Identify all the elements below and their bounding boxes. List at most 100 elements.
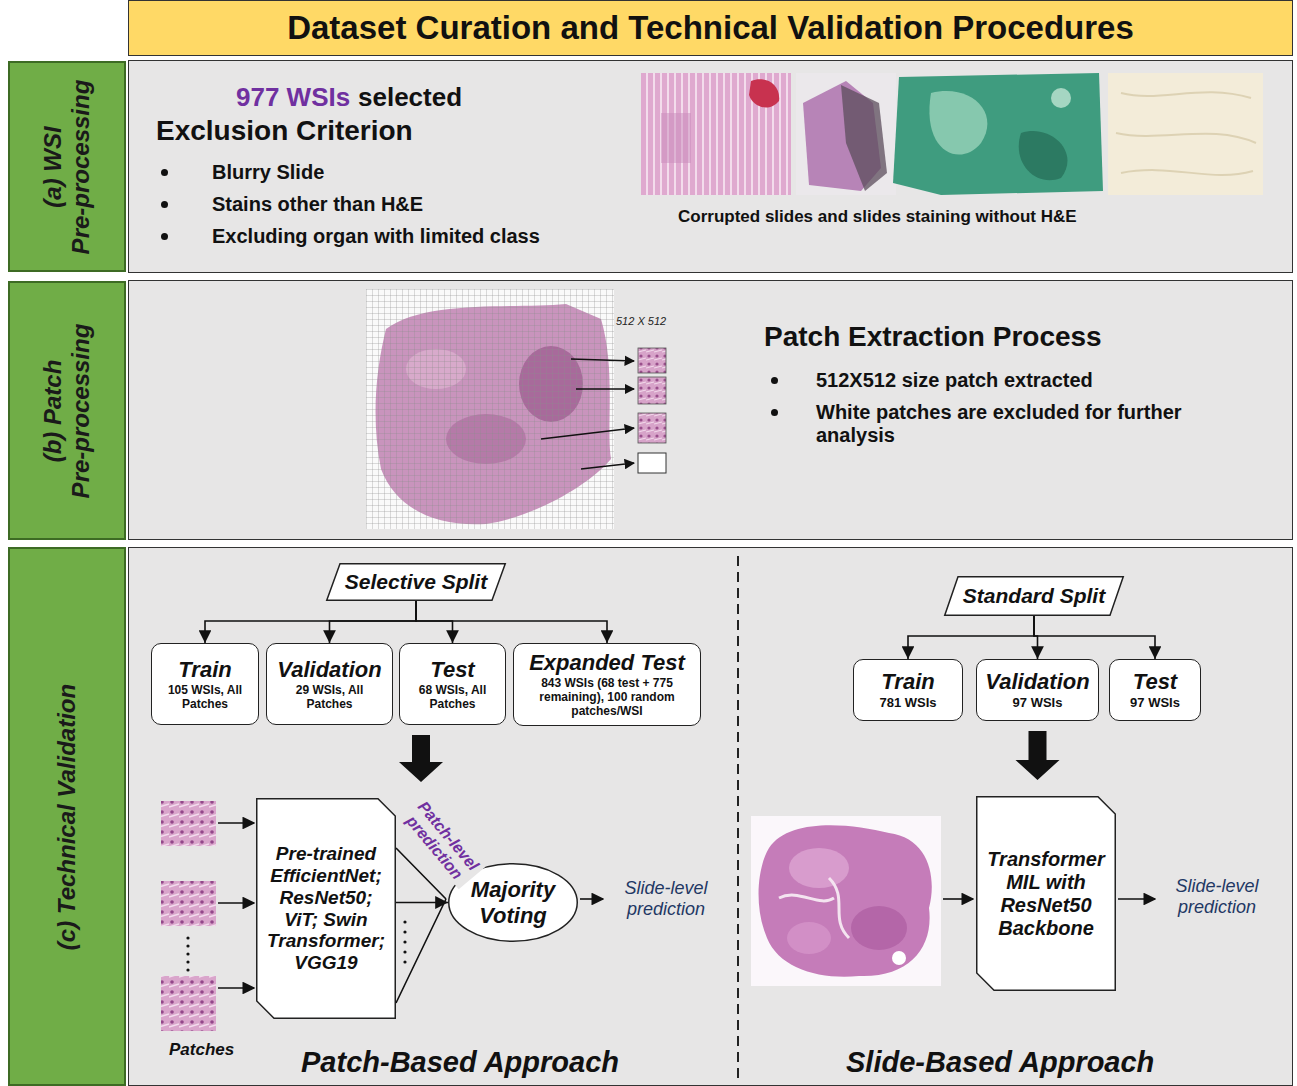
text-stack: Selective Split [342, 570, 490, 594]
drawing-part [186, 944, 189, 947]
text-area: Expanded Test843 WSIs (68 test + 775 rem… [514, 644, 700, 725]
text-holder: Slide-level prediction [1158, 876, 1276, 917]
drawing-part [366, 289, 614, 529]
bullet-dot [161, 169, 168, 176]
drawing-part [751, 816, 941, 986]
panel-text: selected [358, 83, 462, 113]
text-stack: Test68 WSIs, All Patches [406, 657, 499, 712]
model-box: Transformer MIL with ResNet50 Backbone [976, 796, 1116, 991]
block-arrow [1016, 731, 1060, 780]
text-holder: Exclusion Criterion [156, 115, 413, 147]
section-tab: (c) Technical Validation [8, 547, 126, 1086]
section-panel: 977 WSIs selectedExclusion CriterionBlurr… [128, 60, 1293, 273]
box-detail: 843 WSIs (68 test + 775 remaining), 100 … [520, 677, 694, 718]
text-stack: Test 97 WSIs [1116, 669, 1194, 711]
drawing-part [841, 85, 887, 191]
box-title: Train [860, 669, 956, 694]
bullet-dot [161, 233, 168, 240]
box-detail: 97 WSIs [1116, 696, 1194, 711]
drawing-part [571, 359, 634, 361]
section-tab-text: (b) Patch [39, 288, 67, 533]
split-parallelogram: Selective Split [326, 563, 506, 601]
drawing-part [580, 898, 603, 900]
drawing-part [403, 960, 406, 963]
drawing-part [638, 413, 666, 443]
connector-line [205, 601, 416, 643]
rotated-text-holder: (b) PatchPre-processing [39, 288, 94, 533]
patch-size-label: 512 X 512 [616, 315, 666, 328]
text-stack: Train781 WSIs [860, 669, 956, 711]
text-area: Validation29 WSIs, All Patches [267, 644, 392, 724]
split-box: Test68 WSIs, All Patches [399, 643, 506, 725]
drawing-part [759, 825, 932, 976]
text-holder: Excluding organ with limited class [212, 225, 540, 248]
text-holder: Slide-Based Approach [846, 1046, 1154, 1079]
connector-line [1034, 616, 1155, 659]
box-title: Standard Split [960, 584, 1108, 608]
drawing-part [851, 906, 907, 950]
text-area: Train105 WSIs, All Patches [152, 644, 258, 724]
drawing-part [787, 922, 831, 954]
connector-line [416, 601, 607, 643]
connector-line [396, 902, 448, 904]
split-box: Expanded Test843 WSIs (68 test + 775 rem… [513, 643, 701, 726]
panel-text: Patch Extraction Process [764, 321, 1102, 353]
drawing-part [749, 79, 779, 107]
panel-text: Blurry Slide [212, 161, 324, 184]
text-holder: 977 WSIs [236, 83, 350, 113]
connector-line [1034, 616, 1038, 659]
drawing-part [541, 428, 634, 439]
box-title: Test [406, 657, 499, 682]
drawing-part [403, 950, 406, 953]
box-title: Train [158, 657, 252, 682]
box-title: Test [1116, 669, 1194, 694]
drawing-part [737, 556, 739, 1080]
drawing-part [641, 73, 791, 195]
text-stack: Expanded Test843 WSIs (68 test + 775 rem… [520, 650, 694, 719]
drawing-part [366, 289, 614, 529]
split-box: Validation29 WSIs, All Patches [266, 643, 393, 725]
box-detail: 29 WSIs, All Patches [273, 684, 386, 712]
bullet-dot [771, 409, 778, 416]
text-area: Train781 WSIs [854, 660, 962, 720]
text-area: Test 97 WSIs [1110, 660, 1200, 720]
drawing-part [1051, 88, 1071, 108]
drawing-part [796, 73, 896, 195]
drawing-part [581, 463, 634, 469]
panel-text: Exclusion Criterion [156, 115, 413, 147]
text-stack: Pre-trained EfficientNet; ResNet50; ViT;… [264, 843, 388, 974]
section-tab-text: (c) Technical Validation [53, 554, 81, 1079]
text-holder: Blurry Slide [212, 161, 324, 184]
drawing-part [929, 91, 987, 155]
section-tab: (a) WSIPre-processing [8, 61, 126, 272]
box-detail: 97 WSIs [983, 696, 1092, 711]
box-title: Expanded Test [520, 650, 694, 675]
box-detail: 105 WSIs, All Patches [158, 684, 252, 712]
output-label: Slide-level prediction [606, 878, 726, 919]
shape-outline-path [257, 799, 396, 1019]
text-holder: selected [358, 83, 462, 113]
text-holder: Patch-Based Approach [301, 1046, 619, 1079]
section-tab-text: Pre-processing [67, 68, 95, 265]
rotated-text-holder: (a) WSIPre-processing [39, 68, 94, 265]
section-tab-text: Pre-processing [67, 288, 95, 533]
approach-heading: Slide-Based Approach [846, 1046, 1154, 1079]
drawing-part [186, 952, 189, 955]
bullet-dot [161, 201, 168, 208]
drawing-part [1019, 131, 1068, 180]
drawing-part [943, 898, 973, 900]
text-area: Transformer MIL with ResNet50 Backbone [976, 796, 1116, 991]
drawing-part [218, 902, 254, 904]
text-area: Pre-trained EfficientNet; ResNet50; ViT;… [256, 798, 396, 1019]
drawing-part [218, 822, 254, 824]
section-panel: Patch Extraction Process512X512 size pat… [128, 280, 1293, 540]
split-box: Train105 WSIs, All Patches [151, 643, 259, 725]
section-tab-text: (a) WSI [39, 68, 67, 265]
connector-line [908, 616, 1034, 659]
box-title: Validation [273, 657, 386, 682]
text-holder: Patches [169, 1040, 234, 1060]
rotated-text-holder: (c) Technical Validation [53, 554, 81, 1079]
split-box: Train781 WSIs [853, 659, 963, 721]
split-box: Test 97 WSIs [1109, 659, 1201, 721]
text-stack: Transformer MIL with ResNet50 Backbone [984, 848, 1108, 940]
